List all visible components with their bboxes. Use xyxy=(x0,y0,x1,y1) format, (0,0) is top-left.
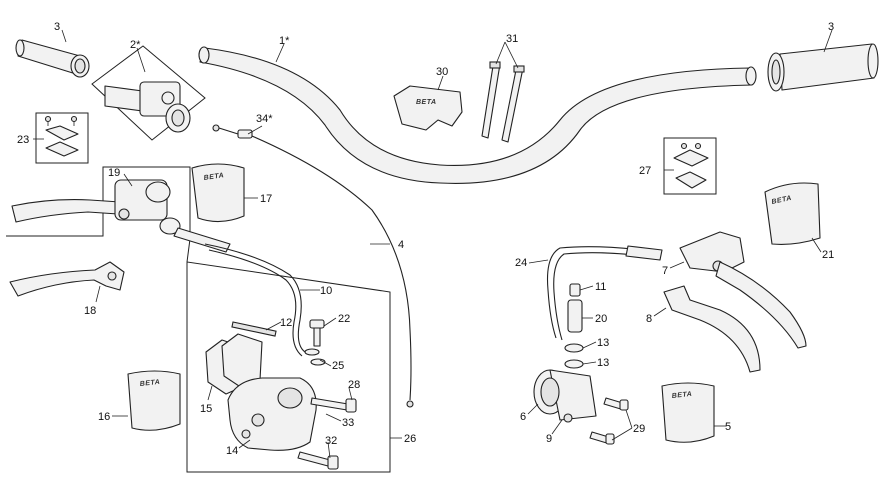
bolt-28 xyxy=(310,397,357,413)
callout-16: 16 xyxy=(98,411,110,423)
front-brake-hose xyxy=(204,243,306,357)
washers-13 xyxy=(564,343,584,369)
leader-lines xyxy=(33,29,833,459)
callout-3-right: 3 xyxy=(828,21,834,33)
clutch-hose xyxy=(546,246,659,341)
callout-27: 27 xyxy=(639,165,651,177)
clutch-master-cylinder xyxy=(679,231,807,349)
callout-19: 19 xyxy=(108,167,120,179)
callout-11: 11 xyxy=(595,281,606,293)
callout-6: 6 xyxy=(520,411,526,423)
callout-13-lower: 13 xyxy=(597,357,609,369)
callout-29: 29 xyxy=(633,423,645,435)
callout-32: 32 xyxy=(325,435,337,447)
protective-cover-21: BETA xyxy=(764,182,821,245)
handlebar-clamp: BETA xyxy=(393,85,463,131)
front-brake-master-cylinder xyxy=(11,179,231,253)
protective-cover-17: BETA xyxy=(191,163,245,223)
callout-13-upper: 13 xyxy=(597,337,609,349)
callout-5: 5 xyxy=(725,421,731,433)
brake-pads xyxy=(205,321,277,395)
callout-7: 7 xyxy=(662,265,668,277)
callout-2: 2* xyxy=(130,39,141,51)
callout-9: 9 xyxy=(546,433,552,445)
spare-lever xyxy=(9,261,125,297)
bleeder-11 xyxy=(569,283,581,297)
callout-33: 33 xyxy=(342,417,354,429)
brand-text: BETA xyxy=(139,379,160,388)
screws-29 xyxy=(589,397,629,445)
callout-1: 1* xyxy=(279,35,290,47)
brand-text: BETA xyxy=(671,391,692,400)
callout-labels: 1* 2* 3 3 4 5 6 7 8 9 10 11 12 13 13 14 … xyxy=(17,21,834,457)
callout-21: 21 xyxy=(822,249,834,261)
callout-31: 31 xyxy=(506,33,518,45)
callout-18: 18 xyxy=(84,305,96,317)
clutch-lever xyxy=(663,285,761,373)
reservoir-cap-kit xyxy=(663,137,717,195)
cable-end xyxy=(406,400,414,408)
brand-text: BETA xyxy=(416,99,437,106)
right-grip xyxy=(767,43,879,92)
protective-cover-16: BETA xyxy=(127,370,181,431)
callout-12: 12 xyxy=(280,317,292,329)
callout-28: 28 xyxy=(348,379,360,391)
banjo-bolt-20 xyxy=(567,299,583,333)
callout-34: 34* xyxy=(256,113,273,125)
callout-30: 30 xyxy=(436,66,448,78)
left-grip xyxy=(15,39,90,78)
callout-3-left: 3 xyxy=(54,21,60,33)
throttle-assembly xyxy=(91,45,206,141)
callout-15: 15 xyxy=(200,403,212,415)
clutch-cable xyxy=(251,135,412,401)
callout-22: 22 xyxy=(338,313,350,325)
handlebar xyxy=(198,46,757,184)
front-brake-caliper xyxy=(227,377,317,451)
callout-4: 4 xyxy=(398,239,404,251)
callout-17: 17 xyxy=(260,193,272,205)
clutch-cable-end xyxy=(212,124,253,139)
hose-fitting xyxy=(625,245,663,261)
switch-cover-kit xyxy=(35,112,89,164)
callout-10: 10 xyxy=(320,285,332,297)
clutch-slave-cylinder xyxy=(533,369,597,423)
brand-text: BETA xyxy=(771,195,793,206)
callout-14: 14 xyxy=(226,445,238,457)
bolt-22 xyxy=(309,319,325,347)
callout-20: 20 xyxy=(595,313,607,325)
protective-cover-5: BETA xyxy=(661,382,715,443)
brand-text: BETA xyxy=(203,172,224,182)
banjo-washers-25 xyxy=(304,348,326,366)
bolt-32 xyxy=(297,451,339,470)
callout-25: 25 xyxy=(332,360,344,372)
callout-23: 23 xyxy=(17,134,29,146)
callout-8: 8 xyxy=(646,313,652,325)
cable-ties xyxy=(481,61,525,143)
callout-24: 24 xyxy=(515,257,527,269)
callout-26: 26 xyxy=(404,433,416,445)
